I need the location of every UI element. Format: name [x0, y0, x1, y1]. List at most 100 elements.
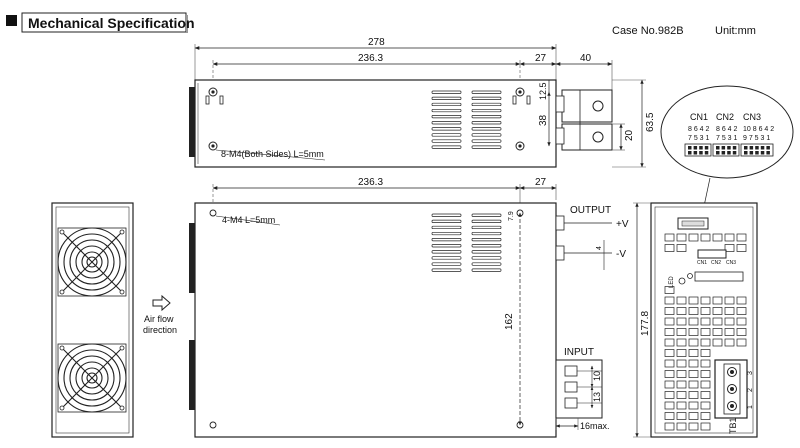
top-view: 278 236.3 27 40 12.5: [189, 37, 656, 168]
side-label-window-2: [697, 249, 727, 259]
connector-pin: [766, 146, 770, 150]
vent-slot: [431, 225, 462, 230]
side-label-window-inner: [681, 220, 705, 227]
vent-slot: [431, 244, 462, 248]
fan-panel-inner: [55, 206, 130, 434]
side-vent-cell: [700, 380, 711, 389]
dim-terminal-protrusion: 40: [580, 53, 592, 64]
dim-side-height: 177.8: [640, 311, 651, 336]
side-vent-cell: [688, 296, 699, 305]
side-vent-cell: [676, 349, 687, 357]
input-terminal-block: [555, 359, 603, 419]
connector-pin: [693, 146, 698, 150]
dim-output-gap: 4: [596, 246, 603, 250]
side-vent-cell: [676, 359, 687, 368]
fan-screw: [59, 289, 65, 295]
side-vent-cell: [700, 422, 711, 431]
connector-pin: [749, 146, 754, 150]
dim-input-pitch-1: 10: [592, 371, 602, 381]
output-terminal-lower: [561, 123, 613, 151]
airflow-arrow-icon: [152, 294, 171, 312]
vent-slot: [431, 90, 462, 94]
side-vent-cell: [700, 349, 711, 357]
input-pin-3: [564, 397, 578, 409]
side-vent-cell: [664, 401, 675, 410]
cn3-connector: [740, 143, 774, 157]
connector-pin: [749, 151, 754, 155]
front-screw-note: 4-M4 L=5mm: [222, 215, 275, 225]
side-vent-grid: [664, 233, 747, 431]
fan-screw: [119, 229, 125, 235]
mini-connectors: [694, 271, 744, 282]
vent-slot: [471, 90, 502, 94]
connector-pin: [760, 151, 765, 155]
side-vent-cell: [676, 338, 687, 347]
vent-slot: [471, 238, 502, 242]
connector-pin: [716, 151, 720, 155]
side-vent-cell: [664, 380, 675, 389]
vent-slot: [471, 244, 502, 248]
side-vent-cell: [736, 296, 747, 305]
dim-input-pitch-2: 13: [592, 392, 602, 402]
dim-front-top-offset: 7.9: [508, 211, 515, 221]
output-pos-label: +V: [616, 219, 629, 230]
vent-slot: [431, 250, 462, 254]
top-screw-hole-1-center: [211, 90, 215, 94]
fan-ring: [81, 251, 103, 273]
front-view: 236.3 27 4-M4 L=5mm 7.9 162 OUTPUT +V -V…: [189, 177, 629, 438]
side-vent-cell: [724, 317, 735, 326]
front-vent-slots: [431, 213, 502, 272]
connector-pin: [755, 146, 759, 150]
vent-slot: [431, 121, 462, 125]
top-mount-bracket: [189, 87, 195, 157]
side-vent-cell: [700, 233, 711, 242]
side-vent-cell: [736, 233, 747, 242]
airflow-label-1: Air flow: [144, 314, 174, 324]
cn1-odd-pins: 7 5 3 1: [688, 135, 710, 142]
fan-screw: [119, 345, 125, 351]
connector-pin: [760, 146, 765, 150]
tb1-pin-1: 1: [747, 405, 754, 409]
fan-ring: [75, 245, 109, 279]
connector-pin: [732, 146, 737, 150]
vent-slot: [471, 256, 502, 260]
side-vent-cell: [688, 370, 699, 378]
side-vent-cell: [676, 307, 687, 315]
dim-hole-spacing: 38: [538, 114, 549, 126]
cn3-odd-pins: 9 7 5 3 1: [743, 135, 770, 142]
side-vent-cell: [712, 328, 723, 336]
mini-cn1-label: CN1: [697, 260, 707, 266]
side-vent-cell: [688, 233, 699, 242]
top-slot-3: [512, 95, 517, 105]
fan-ring: [86, 256, 98, 268]
dim-end-offset: 27: [535, 53, 547, 64]
top-slot-4: [526, 95, 531, 105]
top-slot-1: [205, 95, 210, 105]
side-vent-cell: [700, 412, 711, 420]
side-vent-cell: [676, 401, 687, 410]
side-vent-cell: [700, 370, 711, 378]
unit-label: Unit:mm: [715, 25, 756, 37]
side-vent-cell: [676, 422, 687, 431]
output-label: OUTPUT: [570, 205, 611, 216]
side-vent-cell: [664, 296, 675, 305]
cn3-even-pins: 10 8 6 4 2: [743, 126, 774, 133]
side-vent-cell: [688, 359, 699, 368]
terminal-hole-lower: [592, 131, 604, 143]
side-vent-cell: [724, 338, 735, 347]
side-vent-cell: [664, 317, 675, 326]
fan-spoke: [91, 347, 123, 379]
fan-spoke: [91, 261, 123, 293]
side-vent-cell: [688, 338, 699, 347]
cn2-even-pins: 8 6 4 2: [716, 126, 738, 133]
vent-slot: [431, 268, 462, 272]
dim-terminal-max: 16max.: [580, 421, 610, 431]
fan-ring: [75, 361, 109, 395]
vent-slot: [431, 102, 462, 107]
vent-slot: [471, 102, 502, 107]
dim-height: 63.5: [645, 112, 656, 132]
front-screw-hole-3: [209, 421, 217, 429]
side-vent-cell: [664, 244, 675, 252]
connector-pin: [699, 151, 703, 155]
side-vent-cell: [688, 328, 699, 336]
